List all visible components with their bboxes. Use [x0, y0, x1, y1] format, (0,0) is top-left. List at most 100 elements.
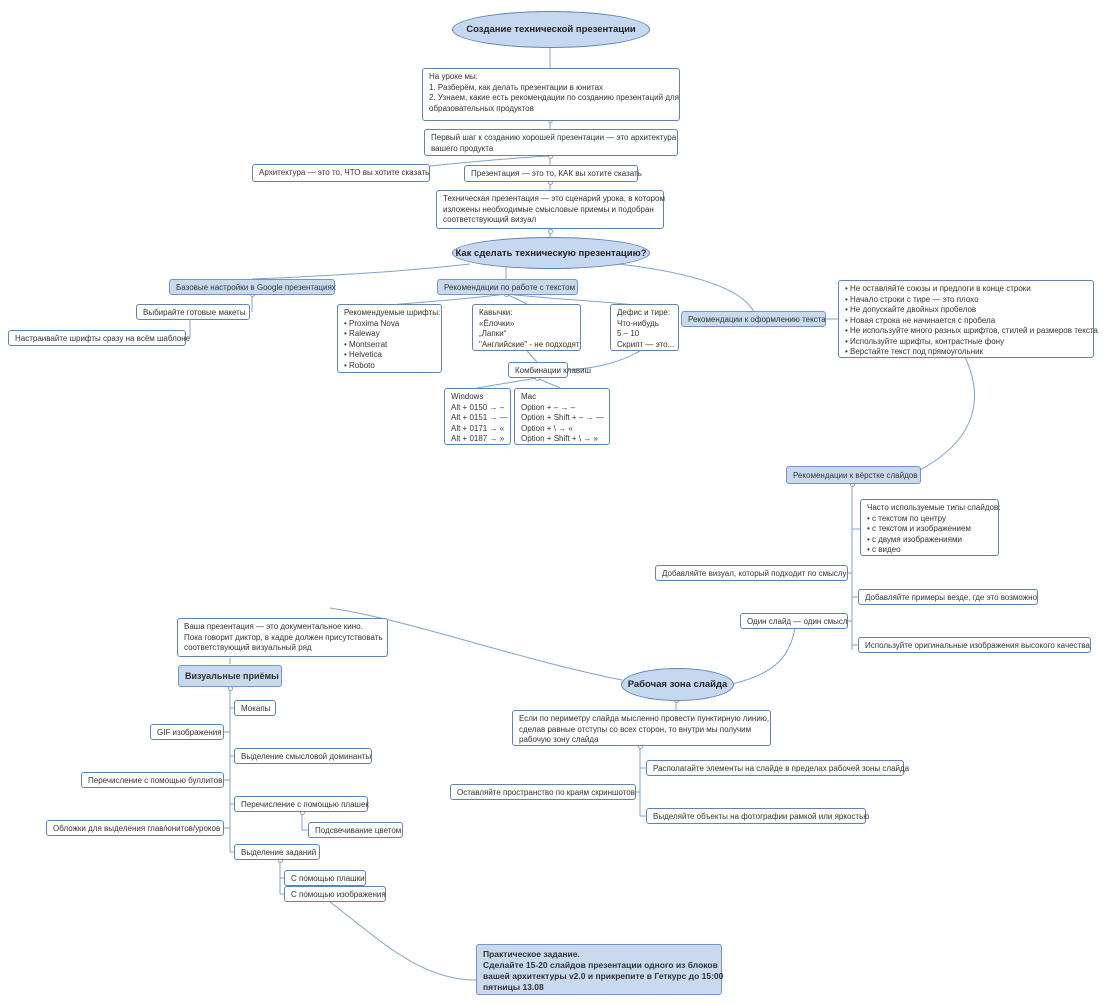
node-original-images[interactable]: Используйте оригинальные изображения выс… — [858, 637, 1091, 653]
node-text-recs[interactable]: Рекомендации по работе с текстом — [437, 279, 578, 295]
node-perimeter[interactable]: Если по периметру слайда мысленно провес… — [512, 710, 771, 746]
node-add-visual[interactable]: Добавляйте визуал, который подходит по с… — [655, 565, 848, 581]
node-one-slide[interactable]: Один слайд — один смысл — [740, 613, 848, 629]
text-line: образовательных продуктов — [429, 103, 534, 113]
text-line: • Верстайте текст под прямоугольник — [845, 347, 984, 356]
link-howto-textdesign — [599, 261, 755, 313]
node-windows[interactable]: Windows Alt + 0150 → – Alt + 0151 → — Al… — [444, 388, 511, 445]
text-line: Дефис и тире: — [617, 308, 671, 317]
text-line: • с двумя изображениями — [867, 534, 962, 544]
text-line: Option + \ → « — [521, 423, 573, 433]
node-dominant[interactable]: Выделение смысловой доминанты — [234, 748, 372, 764]
text-line: Alt + 0151 → — — [451, 413, 508, 422]
text-line: Option + Shift + – → — — [521, 413, 604, 422]
node-practice[interactable]: Практическое задание. Сделайте 15-20 сла… — [476, 944, 724, 995]
text-line: Alt + 0187 → » — [451, 434, 505, 443]
text-line: Кавычки: — [479, 308, 513, 317]
link-quotes-hotkeys — [526, 350, 538, 363]
node-mockups[interactable]: Мокапы — [234, 700, 276, 716]
node-text-design-list[interactable]: • Не оставляйте союзы и предлоги в конце… — [838, 280, 1098, 358]
text-line: • Новая строка не начинается с пробела — [845, 315, 996, 325]
node-covers[interactable]: Обложки для выделения глав/юнитов/уроков — [46, 820, 224, 836]
node-slide-types[interactable]: Часто используемые типы слайдов: • с тек… — [860, 499, 1001, 556]
node-documentary[interactable]: Ваша презентация — это документальное ки… — [177, 618, 388, 657]
node-with-plate[interactable]: С помощью плашки — [284, 870, 366, 886]
node-presentation-how[interactable]: Презентация — это то, КАК вы хотите сказ… — [464, 165, 642, 182]
node-with-image[interactable]: С помощью изображения — [284, 886, 386, 902]
link-plates-color — [301, 812, 308, 831]
text-line: Что-нибудь — [617, 318, 659, 328]
text-line: • с видео — [867, 545, 901, 554]
connector-dot — [548, 229, 553, 234]
node-plates[interactable]: Перечисление с помощью плашек — [234, 796, 369, 812]
node-place-elements[interactable]: Располагайте элементы на слайде в предел… — [646, 760, 909, 776]
node-hotkeys[interactable]: Комбинации клавиш — [508, 362, 591, 378]
node-how-to[interactable]: Как сделать техническую презентацию? — [452, 237, 650, 269]
text-line: 5 – 10 — [617, 329, 640, 338]
text-line: Windows — [451, 392, 484, 401]
text-line: • Используйте шрифты, контрастные фону — [845, 336, 1005, 346]
link-hotkeys-windows — [476, 377, 538, 389]
node-visual-techniques[interactable]: Визуальные приёмы — [178, 665, 282, 687]
text-line: Сделайте 15-20 слайдов презентации одног… — [483, 960, 718, 970]
node-google-settings[interactable]: Базовые настройки в Google презентациях — [169, 279, 336, 295]
node-tasks[interactable]: Выделение заданий — [234, 844, 320, 860]
text-line: • Начало строки с тире — это плохо — [845, 294, 979, 304]
node-first-step[interactable]: Первый шаг к созданию хорошей презентаци… — [424, 129, 678, 156]
text-line: • Не используйте много разных шрифтов, с… — [845, 326, 1098, 335]
text-line: «Ёлочки» — [479, 318, 515, 328]
text-line: соответствующий визуал — [443, 215, 537, 224]
link-list-layoutrecs — [919, 356, 976, 471]
node-color-highlight[interactable]: Подсвечивание цветом — [308, 822, 403, 838]
text-line: сделав равные отступы со всех сторон, то… — [519, 724, 752, 734]
node-architecture[interactable]: Архитектура — это то, ЧТО вы хотите сказ… — [252, 164, 430, 182]
node-fonts[interactable]: Рекомендуемые шрифты: • Proxima Nova • R… — [337, 304, 442, 373]
text-line: пятницы 13.08 — [483, 982, 544, 992]
text-line: Техническая презентация — это сценарий у… — [443, 194, 665, 203]
node-dashes[interactable]: Дефис и тире: Что-нибудь 5 – 10 Скрипт —… — [610, 304, 679, 351]
text-line: • с текстом по центру — [867, 513, 946, 523]
node-bullets[interactable]: Перечисление с помощью буллитов — [81, 772, 224, 788]
text-line: Рекомендуемые шрифты: — [344, 308, 441, 317]
text-line: Часто используемые типы слайдов: — [867, 503, 1001, 512]
text-line: Первый шаг к созданию хорошей презентаци… — [431, 133, 677, 142]
text-line: • с текстом и изображением — [867, 524, 971, 533]
text-line: Option + Shift + \ → » — [521, 434, 598, 443]
link-workzone-documentary — [329, 607, 623, 681]
node-setup-fonts[interactable]: Настраивайте шрифты сразу на всём шаблон… — [8, 330, 190, 346]
node-work-zone[interactable]: Рабочая зона слайда — [621, 668, 734, 701]
link-textrecs-quotes — [505, 293, 528, 305]
node-choose-layouts[interactable]: Выбирайте готовые макеты — [136, 304, 250, 320]
node-leave-space[interactable]: Оставляйте пространство по краям скриншо… — [450, 784, 636, 800]
text-line: • Raleway — [344, 329, 380, 338]
node-intro[interactable]: На уроке мы: 1. Разберём, как делать пре… — [422, 68, 680, 121]
text-line: вашей архитектуры v2.0 и прикрепите в Ге… — [483, 971, 724, 981]
text-line: • Не допускайте двойных пробелов — [845, 305, 977, 314]
text-line: Alt + 0171 → « — [451, 423, 505, 433]
text-line: соответствующий визуальный ряд — [184, 643, 312, 652]
text-line: • Montserrat — [344, 339, 388, 349]
text-line: • Helvetica — [344, 350, 382, 359]
node-layout-recs[interactable]: Рекомендации к вёрстке слайдов — [786, 466, 921, 484]
link-architecture — [429, 155, 551, 167]
text-line: 1. Разберём, как делать презентации в юн… — [429, 82, 604, 92]
node-add-examples[interactable]: Добавляйте примеры везде, где это возмож… — [858, 589, 1038, 605]
text-line: 2. Узнаем, какие есть рекомендации по со… — [429, 93, 679, 102]
text-line: Пока говорит диктор, в кадре должен прис… — [184, 632, 383, 642]
node-title[interactable]: Создание технической презентации — [452, 11, 650, 48]
text-line: Mac — [521, 392, 537, 401]
link-dashes-hotkeys — [565, 350, 641, 371]
text-line: изложены необходимые смысловые приемы и … — [443, 204, 654, 214]
node-tech-presentation[interactable]: Техническая презентация — это сценарий у… — [436, 190, 665, 229]
text-line: Alt + 0150 → – — [451, 402, 505, 412]
text-line: Ваша презентация — это документальное ки… — [184, 622, 363, 631]
node-gif[interactable]: GIF изображения — [150, 724, 224, 740]
node-highlight-objects[interactable]: Выделяйте объекты на фотографии рамкой и… — [646, 808, 869, 824]
link-howto-google — [251, 263, 471, 280]
text-line: Скрипт — это... — [617, 339, 675, 349]
node-quotes[interactable]: Кавычки: «Ёлочки» „Лапки“ "Английские" -… — [472, 304, 581, 351]
text-line: Практическое задание. — [483, 949, 580, 959]
node-mac[interactable]: Mac Option + – → – Option + Shift + – → … — [514, 388, 610, 445]
node-text-design[interactable]: Рекомендации к оформлению текста — [681, 311, 826, 327]
